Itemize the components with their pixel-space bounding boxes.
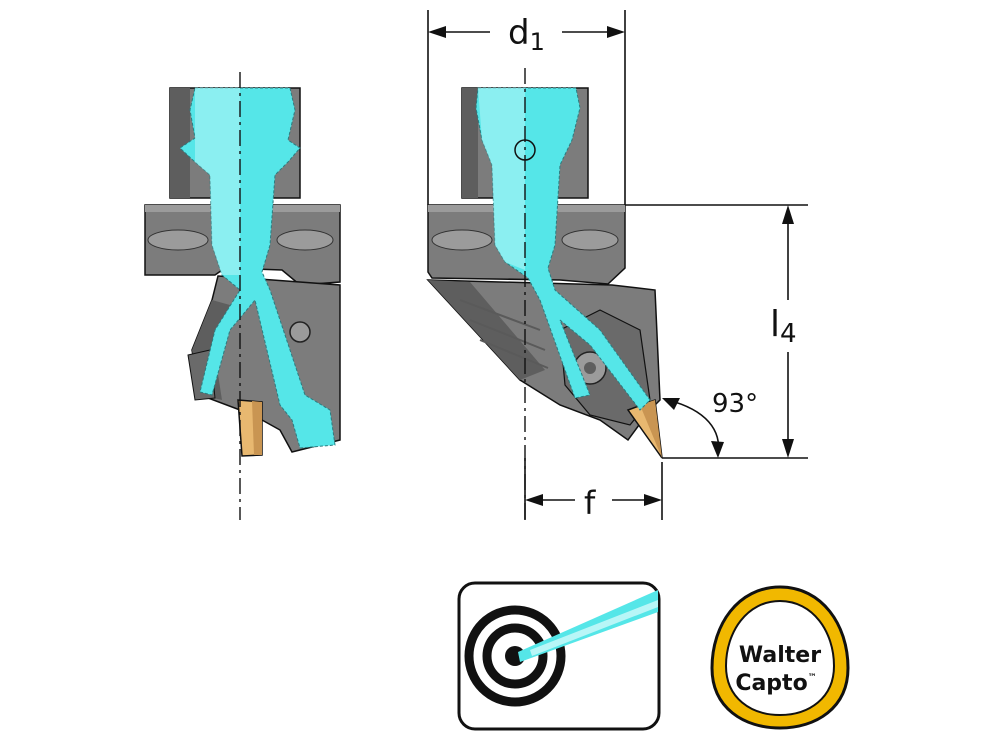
front-groove-right [561,229,619,251]
side-groove-left [147,229,209,251]
dimension-labels: d1 l4 93° f [508,13,797,522]
logo-trademark: ™ [808,673,817,683]
dimension-arrows [428,26,794,506]
front-view [426,68,663,520]
d1-label: d1 [508,13,545,56]
logo-line-2: Capto™ [735,671,816,696]
walter-capto-logo: Walter Capto™ [710,585,850,730]
side-screw [289,321,311,343]
d1-subscript: 1 [530,28,545,56]
front-groove-left [431,229,493,251]
logo-line-1: Walter [739,643,821,668]
side-groove-right [276,229,334,251]
coolant-spray-icon [457,581,661,731]
side-view [144,72,341,520]
f-label: f [584,484,596,522]
l4-subscript: 4 [780,319,797,349]
l4-label: l4 [770,304,797,349]
angle-label: 93° [712,389,758,419]
side-shank-shadow [170,88,190,198]
dimensions [427,10,808,520]
